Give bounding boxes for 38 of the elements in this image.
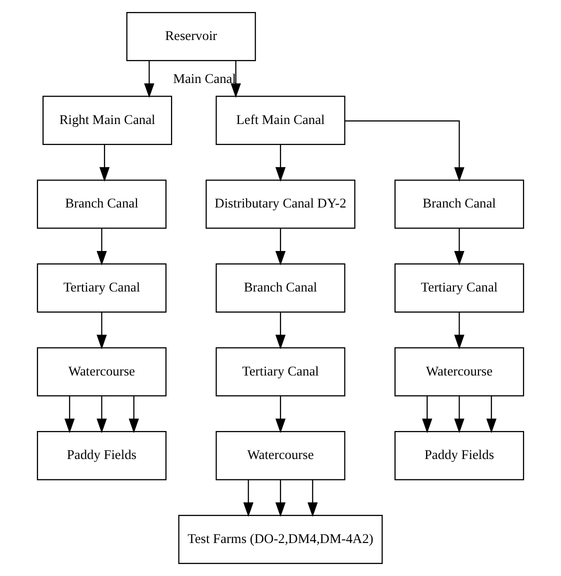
- node-box: Paddy Fields: [394, 431, 524, 480]
- arrow: [99, 144, 110, 182]
- arrow: [345, 120, 464, 182]
- arrow: [96, 228, 107, 266]
- arrow: [275, 312, 286, 350]
- arrow: [454, 228, 464, 266]
- node-box: Test Farms (DO-2,DM4,DM-4A2): [178, 514, 383, 564]
- arrow: [486, 396, 496, 434]
- arrow: [275, 144, 286, 182]
- node-box: Branch Canal: [216, 263, 346, 313]
- node-box: Right Main Canal: [42, 96, 172, 145]
- node-box: Left Main Canal: [216, 96, 346, 145]
- node-box: Watercourse: [36, 347, 167, 396]
- arrow: [243, 480, 254, 517]
- arrow: [308, 480, 318, 517]
- arrow: [96, 312, 107, 350]
- node-box: Tertiary Canal: [394, 263, 524, 313]
- node-box: Tertiary Canal: [216, 347, 346, 396]
- arrow: [275, 228, 286, 266]
- arrow: [64, 396, 75, 434]
- node-box: Watercourse: [394, 347, 524, 396]
- arrow: [96, 396, 107, 434]
- arrow: [128, 396, 139, 434]
- node-box: Watercourse: [216, 431, 346, 480]
- node-box: Paddy Fields: [36, 431, 167, 480]
- arrow: [454, 312, 464, 350]
- arrow: [275, 396, 286, 434]
- arrow: [230, 60, 241, 98]
- edge-label: Main Canal: [173, 71, 236, 86]
- arrow: [144, 60, 154, 98]
- arrow: [422, 396, 432, 434]
- node-box: Branch Canal: [36, 180, 167, 229]
- arrow: [275, 480, 286, 517]
- node-box: Distributary Canal DY-2: [206, 180, 356, 229]
- node-box: Branch Canal: [394, 180, 524, 229]
- node-box: Reservoir: [126, 12, 256, 62]
- node-box: Tertiary Canal: [36, 263, 167, 313]
- arrow: [454, 396, 464, 434]
